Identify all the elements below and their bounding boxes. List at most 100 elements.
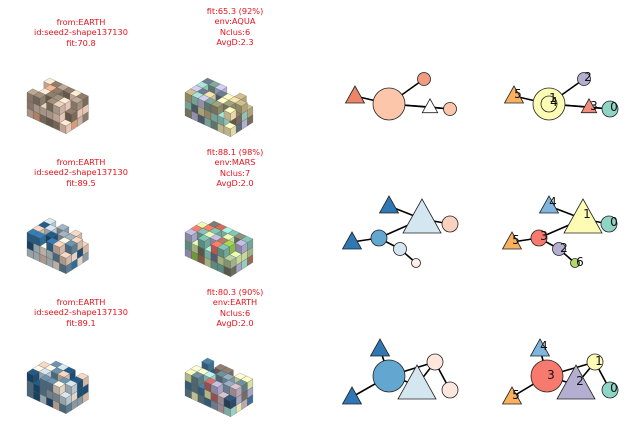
graph-node-circle <box>393 242 407 256</box>
graph-node-circle <box>552 242 566 256</box>
graph-node-triangle <box>501 231 523 250</box>
graph-node-circle <box>530 359 564 393</box>
graph-node-circle <box>600 215 618 233</box>
voxel-face <box>191 371 204 379</box>
voxel-face <box>64 380 78 387</box>
evolved-env: env:EARTH <box>212 297 258 308</box>
graph-node-circle <box>370 229 388 247</box>
source-fit: fit:89.5 <box>66 177 96 188</box>
evolved-env: env:MARS <box>214 157 256 168</box>
graph-node-label: 0 <box>610 381 618 395</box>
voxel-face <box>203 371 216 378</box>
voxel-face <box>214 83 228 91</box>
graph-node-label: 1 <box>549 91 557 105</box>
evolved-fit: fit:80.3 (90%) <box>206 287 264 297</box>
graph-node-circle <box>601 100 619 118</box>
graph-node-circle <box>441 215 459 233</box>
voxel-shape-evolved-row-1 <box>184 77 254 138</box>
graph-node-label: 3 <box>540 229 548 243</box>
graph-node-triangle <box>529 338 551 357</box>
voxel-face <box>26 368 40 376</box>
voxel-face <box>229 383 242 390</box>
voxel-face <box>57 370 71 378</box>
graph-node-circle <box>570 258 580 268</box>
graph-node-label: 4 <box>550 95 558 109</box>
graph-node-label: 0 <box>610 215 618 229</box>
cluster-graph-labeled-row-2: 4 1 0 5 326 <box>501 195 618 269</box>
voxel-face <box>234 239 248 247</box>
voxel-face <box>44 224 58 232</box>
cluster-graph-row-3 <box>341 338 459 405</box>
source-from: from:EARTH <box>56 297 106 307</box>
voxel-face <box>64 240 78 247</box>
cluster-graph-row-1 <box>344 72 457 121</box>
graph-node-label: 4 <box>540 339 548 353</box>
evolved-nclus: Nclus:7 <box>219 167 251 178</box>
graph-node-circle <box>411 258 421 268</box>
graph-node-label: 2 <box>584 70 592 84</box>
source-from: from:EARTH <box>56 17 106 27</box>
graph-node-circle <box>577 72 591 86</box>
graph-node-triangle <box>556 364 596 400</box>
graph-node-triangle <box>344 85 366 104</box>
voxel-face <box>52 240 66 248</box>
voxel-face <box>217 243 230 251</box>
evolved-caption-row-1: fit:65.3 (92%) env:AQUA Nclus:6 AvgD:2.3 <box>155 6 315 48</box>
voxel-face <box>33 91 46 99</box>
graph-node-label: 2 <box>560 241 568 255</box>
evolved-nclus: Nclus:6 <box>219 26 251 37</box>
voxel-face <box>45 231 58 238</box>
graph-node-circle <box>372 87 406 121</box>
voxel-face <box>210 100 224 108</box>
graph-node-triangle <box>397 364 437 400</box>
graph-node-circle <box>530 229 548 247</box>
voxel-face <box>223 106 237 114</box>
graph-node-label: 1 <box>583 207 591 221</box>
voxel-face <box>52 380 66 388</box>
source-from: from:EARTH <box>56 157 106 167</box>
source-id: id:seed2-shape137130 <box>34 307 128 318</box>
source-caption-row-1: from:EARTH id:seed2-shape137130 fit:70.8 <box>1 17 161 48</box>
graph-node-label: 4 <box>549 195 557 209</box>
graph-node-label: 5 <box>512 233 520 247</box>
voxel-face <box>33 231 46 239</box>
evolved-caption-row-3: fit:80.3 (90%) env:EARTH Nclus:6 AvgD:2.… <box>155 287 315 329</box>
voxel-shape-source-row-2 <box>26 217 89 275</box>
graph-node-circle <box>441 381 459 399</box>
graph-node-circle <box>372 359 406 393</box>
source-caption-row-2: from:EARTH id:seed2-shape137130 fit:89.5 <box>1 157 161 188</box>
source-fit: fit:89.1 <box>66 317 96 328</box>
voxel-face <box>70 96 84 104</box>
graph-node-triangle <box>341 231 363 250</box>
graph-node-label: 1 <box>595 354 603 368</box>
source-id: id:seed2-shape137130 <box>34 27 128 38</box>
graph-node-circle <box>540 95 558 113</box>
graph-node-triangle <box>378 195 400 214</box>
evolved-avgd: AvgD:2.0 <box>216 178 254 189</box>
graph-node-label: 6 <box>576 255 584 269</box>
voxel-shape-source-row-3 <box>26 360 89 415</box>
cluster-graph-row-2 <box>341 195 459 268</box>
evolved-caption-row-2: fit:88.1 (98%) env:MARS Nclus:7 AvgD:2.0 <box>155 147 315 189</box>
source-caption-row-3: from:EARTH id:seed2-shape137130 fit:89.1 <box>1 297 161 328</box>
voxel-face <box>210 380 224 388</box>
evolved-env: env:AQUA <box>214 16 256 27</box>
graph-node-label: 0 <box>610 100 618 114</box>
graph-node-label: 5 <box>512 388 520 402</box>
graph-node-triangle <box>580 98 598 114</box>
voxel-face <box>222 100 236 107</box>
voxel-face <box>38 368 52 375</box>
voxel-shape-evolved-row-3 <box>184 357 254 418</box>
graph-node-triangle <box>421 98 439 114</box>
graph-node-circle <box>601 381 619 399</box>
evolved-nclus: Nclus:6 <box>219 307 251 318</box>
graph-node-circle <box>443 102 457 116</box>
graph-node-triangle <box>563 198 603 234</box>
source-id: id:seed2-shape137130 <box>34 167 128 178</box>
graph-node-circle <box>426 353 444 371</box>
voxel-face <box>197 234 211 242</box>
graph-node-circle <box>586 353 604 371</box>
voxel-face <box>184 228 198 236</box>
